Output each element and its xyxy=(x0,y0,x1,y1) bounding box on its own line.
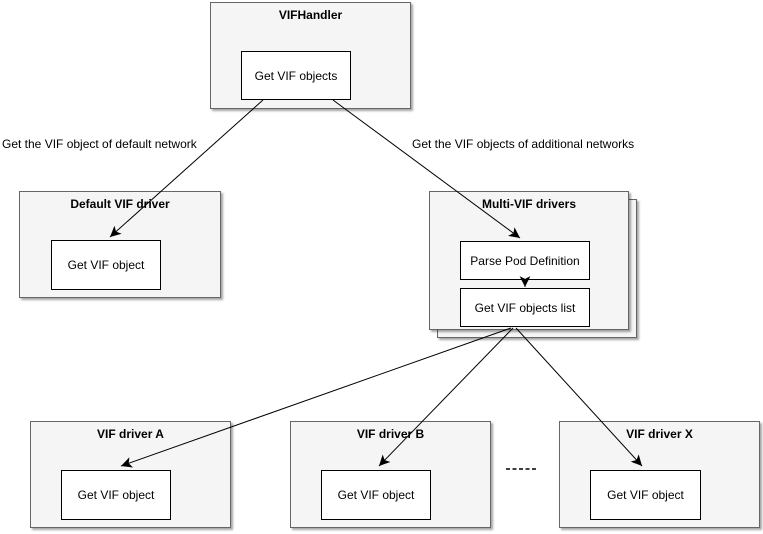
node-default-vif-driver: Default VIF driver Get VIF object xyxy=(19,191,221,298)
node-vif-driver-b: VIF driver B Get VIF object xyxy=(290,421,491,528)
node-vif-driver-b-title: VIF driver B xyxy=(356,427,425,441)
node-driver-a-get-vif-object: Get VIF object xyxy=(61,470,171,520)
node-parse-pod-definition: Parse Pod Definition xyxy=(460,241,590,280)
node-vif-driver-x: VIF driver X Get VIF object xyxy=(559,421,760,528)
node-multi-vif-drivers-title: Multi-VIF drivers xyxy=(481,197,576,211)
node-vifhandler: VIFHandler Get VIF objects xyxy=(210,2,411,109)
node-default-get-vif-object: Get VIF object xyxy=(51,240,161,290)
node-multi-vif-drivers: Multi-VIF drivers Parse Pod Definition G… xyxy=(429,191,629,330)
edge-label-default-network: Get the VIF object of default network xyxy=(2,137,197,151)
node-vif-driver-a: VIF driver A Get VIF object xyxy=(30,421,231,528)
node-driver-x-get-vif-object: Get VIF object xyxy=(590,470,701,520)
node-get-vif-objects-list: Get VIF objects list xyxy=(460,288,590,327)
node-default-vif-driver-title: Default VIF driver xyxy=(70,197,170,211)
node-vif-driver-x-title: VIF driver X xyxy=(626,427,693,441)
node-vifhandler-title: VIFHandler xyxy=(278,8,343,22)
node-get-vif-objects: Get VIF objects xyxy=(241,51,351,100)
node-vif-driver-a-title: VIF driver A xyxy=(97,427,164,441)
node-driver-b-get-vif-object: Get VIF object xyxy=(321,470,431,520)
edge-label-additional-networks: Get the VIF objects of additional networ… xyxy=(412,137,635,151)
